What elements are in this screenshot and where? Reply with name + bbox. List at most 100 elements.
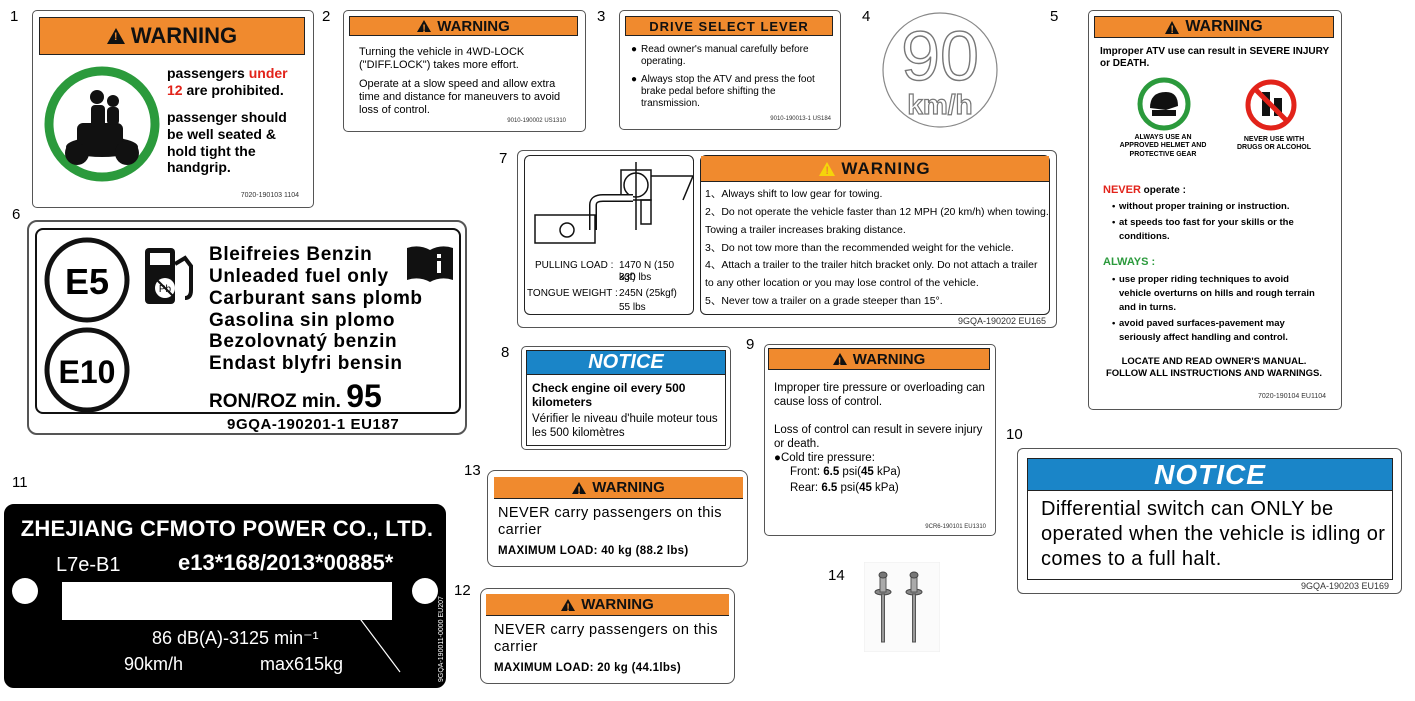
trailer-hitch-diagram: [534, 162, 693, 244]
vin-company: ZHEJIANG CFMOTO POWER CO., LTD.: [20, 516, 434, 541]
vin-number-field: [62, 582, 392, 620]
item-number-7: 7: [499, 150, 508, 167]
label-drive-select-lever: DRIVE SELECT LEVER ●Read owner's manual …: [619, 10, 841, 130]
item-number-10: 10: [1006, 426, 1023, 443]
l1-code: 7020-190103 1104: [240, 192, 299, 199]
fuel-line-es: Gasolina sin plomo: [209, 309, 396, 331]
towing-rule-2: 2、Do not operate the vehicle faster than…: [705, 205, 1049, 236]
warning-triangle-icon: [417, 20, 432, 35]
l9-rear-pressure: Rear: 6.5 psi(45 kPa): [790, 482, 899, 494]
l13-header: WARNING: [592, 479, 665, 496]
l5-footer-1: LOCATE AND READ OWNER'S MANUAL.: [1121, 356, 1307, 367]
pulling-load-label: PULLING LOAD :: [535, 260, 614, 271]
badge-e5: E5: [65, 261, 109, 302]
l1-line5: hold tight the: [167, 142, 256, 159]
l3-bullet-1: ●Read owner's manual carefully before op…: [631, 44, 809, 67]
warning-triangle-icon: [1165, 20, 1180, 36]
l1-line1: passengers under: [167, 65, 288, 81]
l9-code: 9CR6-190101 EU1310: [925, 524, 986, 530]
item-number-3: 3: [597, 8, 606, 25]
vin-max-load: max615kg: [260, 654, 344, 674]
l5-always-item-1: •use proper riding techniques to avoid v…: [1112, 274, 1315, 313]
vin-approval: e13*168/2013*00885*: [178, 550, 394, 575]
tongue-weight-lbs: 55 lbs: [619, 302, 646, 313]
manual-book-icon: [407, 246, 453, 282]
rivet-2: [905, 571, 923, 643]
l12-text: NEVER carry passengers on this carrier: [494, 622, 718, 656]
tongue-weight-value: 245N (25kgf): [619, 288, 677, 299]
item-number-13: 13: [464, 462, 481, 479]
item-number-14: 14: [828, 567, 845, 584]
item-number-9: 9: [746, 336, 755, 353]
l9-paragraph-2: Loss of control can result in severe inj…: [774, 424, 983, 450]
atv-passenger-icon: [44, 66, 160, 182]
l5-never-item-2: •at speeds too fast for your skills or t…: [1112, 217, 1294, 242]
l1-line2: 12 are prohibited.: [167, 81, 284, 98]
l5-icon2-caption: NEVER USE WITH DRUGS OR ALCOHOL: [1236, 136, 1312, 152]
item-number-12: 12: [454, 582, 471, 599]
speed-limit-sticker: 90 km/h: [882, 12, 998, 128]
item-number-11: 11: [12, 474, 28, 491]
fuel-line-fr: Carburant sans plomb: [209, 287, 423, 309]
l8-french: Vérifier le niveau d'huile moteur tous l…: [532, 413, 718, 439]
l5-always-title: ALWAYS :: [1103, 256, 1156, 268]
warning-triangle-icon: [572, 481, 587, 497]
speed-value: 90: [901, 17, 979, 95]
l10-text: Differential switch can ONLY be operated…: [1041, 498, 1386, 570]
l3-header: DRIVE SELECT LEVER: [625, 16, 833, 36]
label-engine-oil-notice: NOTICE Check engine oil every 500 kilome…: [521, 346, 731, 450]
towing-rule-1: 1、Always shift to low gear for towing.: [705, 188, 883, 200]
l7-header: WARNING: [841, 158, 931, 178]
l5-code: 7020-190104 EU1104: [1258, 393, 1326, 400]
warning-triangle-icon: [819, 161, 836, 177]
l8-header: NOTICE: [527, 351, 725, 375]
towing-rule-3: 3、Do not tow more than the recommended w…: [705, 241, 1014, 254]
l12-header: WARNING: [581, 596, 654, 613]
item-number-8: 8: [501, 344, 510, 361]
leader-line: [345, 599, 401, 673]
l5-never-item-1: •without proper training or instruction.: [1112, 201, 1290, 212]
fuel-pump-icon: Pb: [145, 248, 193, 304]
l1-line4: be well seated &: [167, 125, 276, 142]
item-number-6: 6: [12, 206, 21, 223]
warning-triangle-icon: [106, 28, 125, 44]
no-drugs-alcohol-icon: [1245, 79, 1297, 131]
towing-rule-5: 5、Never tow a trailer on a grade steeper…: [705, 295, 943, 308]
label-4wd-lock-warning: WARNING Turning the vehicle in 4WD-LOCK …: [343, 10, 586, 132]
l10-header: NOTICE: [1028, 459, 1392, 491]
item-number-4: 4: [862, 8, 871, 25]
l9-header: WARNING: [852, 350, 926, 368]
l9-paragraph-1: Improper tire pressure or overloading ca…: [774, 382, 985, 408]
warning-header: WARNING: [39, 17, 305, 55]
label-towing-warning: PULLING LOAD : 1470 N (150 kgf) 330 lbs …: [517, 150, 1057, 328]
rivets-illustration: [864, 562, 940, 652]
tongue-weight-label: TONGUE WEIGHT :: [527, 288, 618, 299]
mounting-hole-right: [412, 578, 438, 604]
towing-rule-4: 4、Attach a trailer to the trailer hitch …: [705, 259, 1038, 290]
label-vin-plate: ZHEJIANG CFMOTO POWER CO., LTD. L7e-B1 e…: [4, 504, 446, 688]
l1-line3: passenger should: [167, 109, 287, 125]
l9-paragraph-3: ●Cold tire pressure:: [774, 452, 875, 464]
item-number-1: 1: [10, 8, 19, 25]
badge-e10: E10: [59, 354, 116, 390]
l1-line6: handgrip.: [167, 159, 231, 176]
label-passenger-warning: WARNING passengers under 12 are prohibit…: [32, 10, 314, 208]
ron-line: RON/ROZ min. 95: [209, 378, 382, 414]
label-differential-notice: NOTICE Differential switch can ONLY be o…: [1017, 448, 1402, 594]
towing-diagram-panel: PULLING LOAD : 1470 N (150 kgf) 330 lbs …: [524, 155, 694, 315]
vin-side-code: 9GQA-190011-0000 EU207: [438, 596, 445, 682]
warning-triangle-icon: [561, 598, 576, 614]
l2-paragraph-1: Turning the vehicle in 4WD-LOCK ("DIFF.L…: [359, 46, 525, 71]
l10-code: 9GQA-190203 EU169: [1300, 581, 1389, 591]
warning-triangle-icon: [832, 353, 847, 368]
l5-always-item-2: •avoid paved surfaces-pavement may serio…: [1112, 318, 1288, 343]
l12-max-load: MAXIMUM LOAD: 20 kg (44.1lbs): [494, 662, 681, 674]
l3-code: 9010-190013-1 US184: [770, 116, 831, 122]
fuel-grade-badges: E5 E10: [44, 237, 130, 413]
l13-text: NEVER carry passengers on this carrier: [498, 505, 722, 539]
l2-paragraph-2: Operate at a slow speed and allow extra …: [359, 78, 561, 116]
l5-footer-2: FOLLOW ALL INSTRUCTIONS AND WARNINGS.: [1105, 368, 1323, 379]
vin-category: L7e-B1: [56, 554, 121, 576]
l7-code: 9GQA-190202 EU165: [957, 316, 1046, 326]
l6-code: 9GQA-190201-1 EU187: [227, 416, 400, 433]
